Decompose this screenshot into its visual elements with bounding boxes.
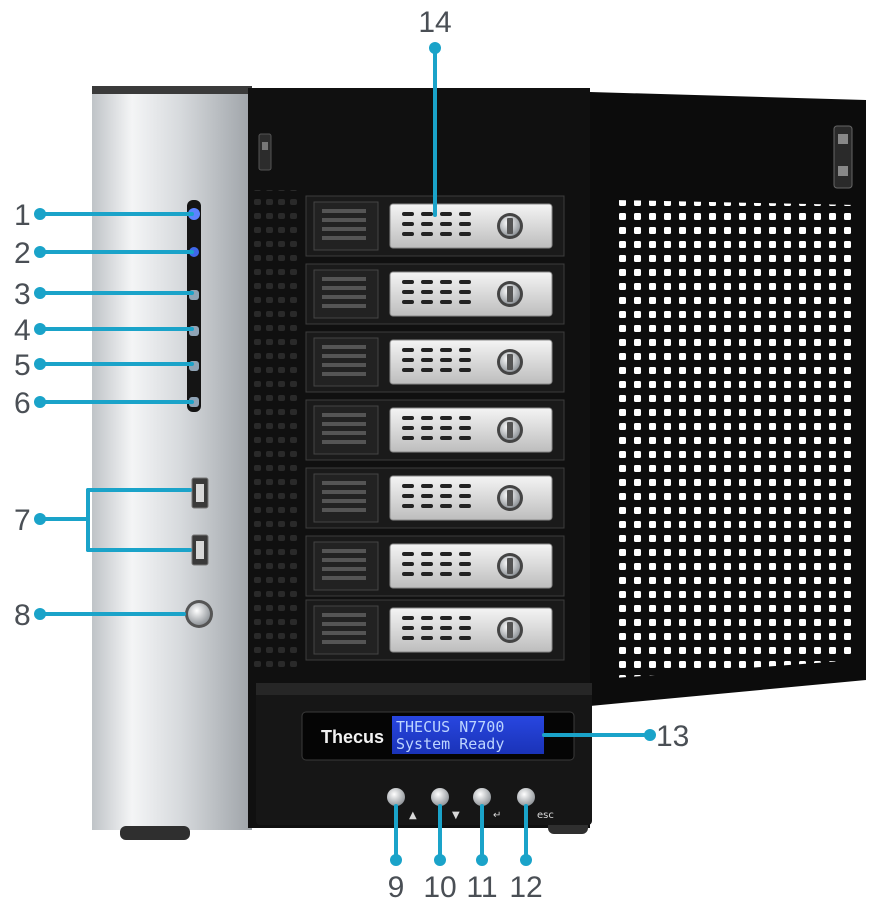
drive-tray[interactable] bbox=[305, 399, 565, 461]
down-button[interactable] bbox=[431, 788, 449, 806]
enter-button[interactable] bbox=[473, 788, 491, 806]
drive-trays bbox=[305, 195, 565, 661]
callout-dot bbox=[390, 854, 402, 866]
callout-number-11: 11 bbox=[466, 871, 497, 904]
up-button[interactable] bbox=[387, 788, 405, 806]
drive-tray[interactable] bbox=[305, 467, 565, 529]
callout-dot bbox=[520, 854, 532, 866]
drive-tray[interactable] bbox=[305, 331, 565, 393]
callout-number-9: 9 bbox=[388, 871, 405, 904]
lcd-control-panel: Thecus THECUS N7700 System Ready bbox=[256, 683, 592, 825]
thecus-logo: Thecus bbox=[321, 727, 384, 747]
callout-number-2: 2 bbox=[14, 237, 31, 270]
callout-number-8: 8 bbox=[14, 599, 31, 632]
up-arrow-icon: ▲ bbox=[409, 810, 417, 821]
callout-number-14: 14 bbox=[418, 6, 451, 39]
callout-number-1: 1 bbox=[14, 199, 31, 232]
power-button[interactable] bbox=[185, 600, 213, 628]
status-led-stack bbox=[187, 200, 201, 412]
callout-number-10: 10 bbox=[423, 871, 456, 904]
esc-button[interactable] bbox=[517, 788, 535, 806]
down-arrow-icon: ▼ bbox=[452, 810, 460, 821]
callout-dot bbox=[434, 854, 446, 866]
lcd-screen bbox=[392, 716, 544, 754]
silver-side-panel bbox=[92, 86, 252, 840]
lcd-line-2: System Ready bbox=[396, 735, 504, 753]
lcd-line-1: THECUS N7700 bbox=[396, 718, 504, 736]
drive-tray[interactable] bbox=[305, 535, 565, 597]
enter-arrow-icon: ↵ bbox=[493, 810, 501, 821]
callout-number-7: 7 bbox=[14, 504, 31, 537]
lcd-buttons: ▲ ▼ ↵ esc bbox=[387, 788, 554, 821]
drive-tray[interactable] bbox=[305, 599, 565, 661]
callout-dot bbox=[476, 854, 488, 866]
callout-dot bbox=[644, 729, 656, 741]
callout-number-3: 3 bbox=[14, 278, 31, 311]
callout-number-13: 13 bbox=[656, 720, 689, 753]
drive-tray[interactable] bbox=[305, 263, 565, 325]
callout-number-6: 6 bbox=[14, 387, 31, 420]
esc-label: esc bbox=[537, 810, 554, 821]
callout-number-12: 12 bbox=[509, 871, 542, 904]
callout-number-5: 5 bbox=[14, 349, 31, 382]
callout-number-4: 4 bbox=[14, 314, 31, 347]
open-door bbox=[590, 92, 866, 706]
latch-icon bbox=[258, 133, 272, 171]
